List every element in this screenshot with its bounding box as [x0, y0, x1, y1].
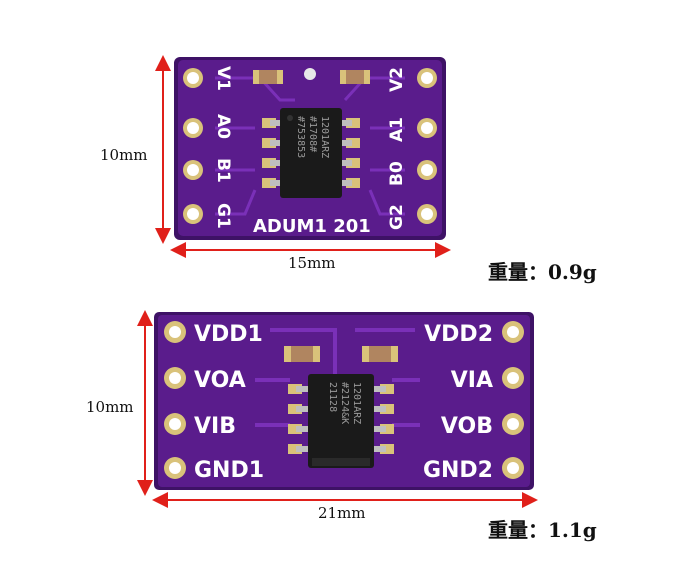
board2-width-label: 21mm	[318, 504, 366, 522]
board2-right-pin-label: VIA	[451, 368, 493, 393]
board2-chip-line: 1201ARZ	[351, 382, 362, 424]
board1-right-pin-label: G2	[387, 204, 407, 230]
board1-title: ADUM1 201	[253, 216, 371, 237]
board1-chip	[280, 108, 342, 198]
board1-right-pin-label: A1	[387, 117, 407, 142]
board1-chip-line: 1201ARZ	[319, 116, 330, 158]
board1-weight-label: 重量：0.9g	[488, 260, 597, 284]
board2-left-pin-label: VIB	[194, 414, 236, 439]
board1-left-pin-label: V1	[213, 66, 233, 91]
board2-left-pin-label: VOA	[194, 368, 246, 393]
board2-left-pin-label: VDD1	[194, 322, 263, 347]
board1-pcb: V1 A0 B1 G1 V2 A1 B0 G2 ADUM1 201 1201AR…	[174, 57, 446, 240]
board1-chip-line: #753853	[295, 116, 306, 158]
board2-right-pin-label: VOB	[441, 414, 493, 439]
board2-weight-label: 重量：1.1g	[488, 518, 597, 542]
board1-left-pin-label: G1	[213, 203, 233, 229]
board1-left-pin-label: B1	[213, 158, 233, 183]
board2-right-pin-holes	[502, 321, 524, 479]
board2-chip-line: 21128	[327, 382, 338, 412]
board1-right-pin-holes	[417, 68, 437, 224]
board1-right-pin-label: V2	[387, 67, 407, 92]
board2-right-pin-label: VDD2	[424, 322, 493, 347]
board2-chip	[308, 374, 374, 468]
board1-width-label: 15mm	[288, 254, 336, 272]
board1-left-pin-label: A0	[213, 114, 233, 139]
board2-right-pin-label: GND2	[423, 458, 493, 483]
board1-height-label: 10mm	[100, 146, 148, 164]
board2-left-pin-holes	[164, 321, 186, 479]
board2-chip-line: #2124&K	[339, 382, 350, 424]
board1-chip-line: #1708#	[307, 116, 318, 152]
board2-height-label: 10mm	[86, 398, 134, 416]
board2-left-pin-label: GND1	[194, 458, 264, 483]
board1-left-pin-holes	[183, 68, 203, 224]
board1-right-pin-label: B0	[387, 161, 407, 186]
board2-pcb: VDD1 VOA VIB GND1 VDD2 VIA VOB GND2 1201…	[154, 312, 534, 490]
